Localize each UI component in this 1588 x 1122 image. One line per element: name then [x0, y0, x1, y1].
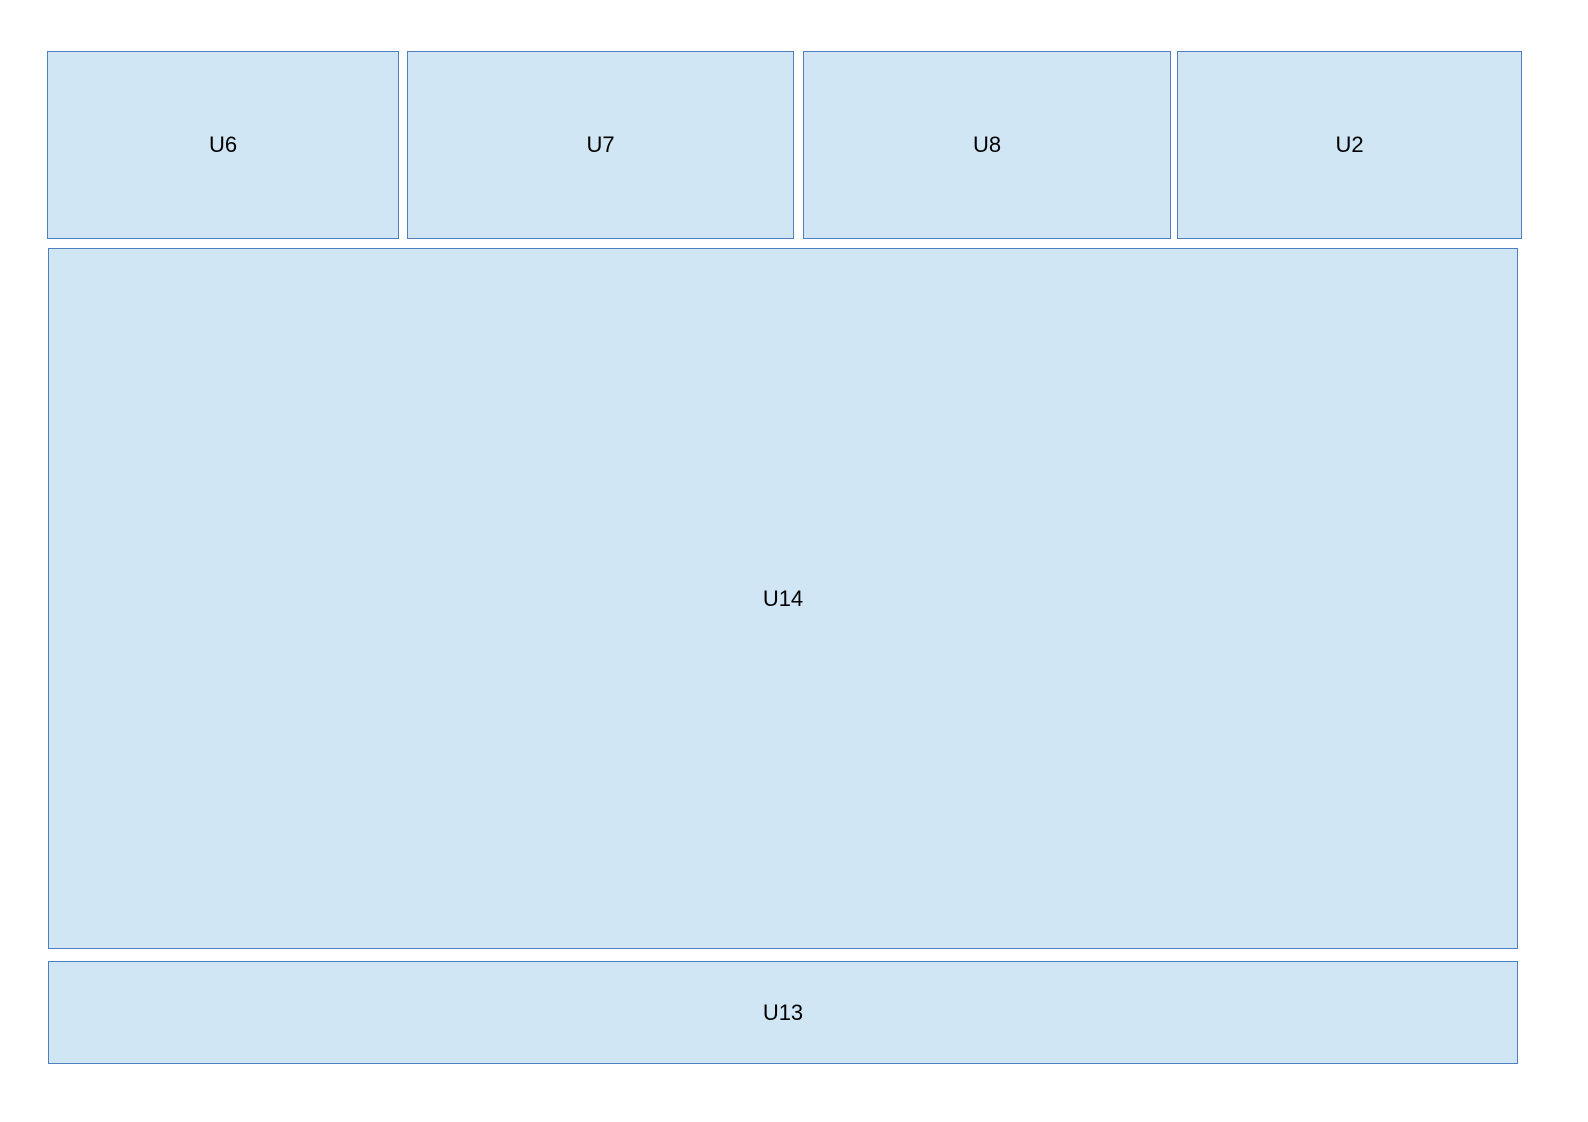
box-u14: U14 — [48, 248, 1518, 949]
box-u7: U7 — [407, 51, 794, 239]
box-u13-label: U13 — [762, 999, 804, 1025]
box-u8: U8 — [803, 51, 1171, 239]
box-u2-label: U2 — [1335, 132, 1364, 157]
box-u6: U6 — [47, 51, 399, 239]
box-u14-label: U14 — [762, 585, 804, 611]
box-u6-label: U6 — [208, 132, 238, 157]
box-u7-label: U7 — [586, 132, 615, 157]
box-u13: U13 — [48, 961, 1518, 1064]
box-u2: U2 — [1177, 51, 1522, 239]
box-u8-label: U8 — [972, 132, 1002, 157]
